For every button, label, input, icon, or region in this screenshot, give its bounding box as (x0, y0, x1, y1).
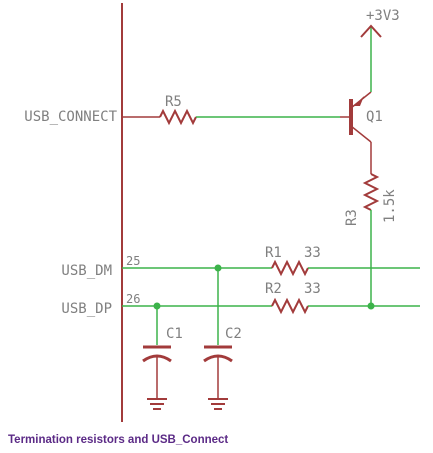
junction-r3 (367, 302, 375, 310)
r1-value: 33 (304, 245, 321, 261)
r1-label: R1 (265, 245, 282, 261)
c1-ground-icon (147, 398, 167, 410)
r3-label: R3 (344, 209, 360, 226)
q1-label: Q1 (366, 109, 383, 125)
r2-resistor: R2 33 (122, 281, 420, 315)
supply-3v3: +3V3 (360, 8, 400, 92)
net-label-usb-dm: USB_DM (61, 263, 112, 279)
r3-resistor: R3 1.5k (344, 142, 398, 306)
c2-ground-icon (208, 398, 228, 410)
c1-capacitor: C1 (142, 306, 183, 398)
c2-capacitor: C2 (203, 268, 242, 398)
q1-transistor: Q1 (340, 91, 383, 143)
pin-number-dp: 26 (126, 292, 140, 306)
figure-caption: Termination resistors and USB_Connect (8, 434, 229, 446)
net-label-usb-dp: USB_DP (61, 301, 112, 317)
r2-label: R2 (265, 281, 282, 297)
supply-label: +3V3 (366, 8, 400, 24)
r5-label: R5 (165, 94, 182, 110)
r2-value: 33 (304, 281, 321, 297)
pin-number-dm: 25 (126, 254, 140, 268)
r5-resistor: R5 (122, 94, 340, 126)
c1-label: C1 (166, 326, 183, 342)
c2-label: C2 (225, 326, 242, 342)
net-label-usb-connect: USB_CONNECT (24, 109, 117, 125)
r3-value: 1.5k (382, 189, 398, 223)
r1-resistor: R1 33 (122, 245, 420, 277)
